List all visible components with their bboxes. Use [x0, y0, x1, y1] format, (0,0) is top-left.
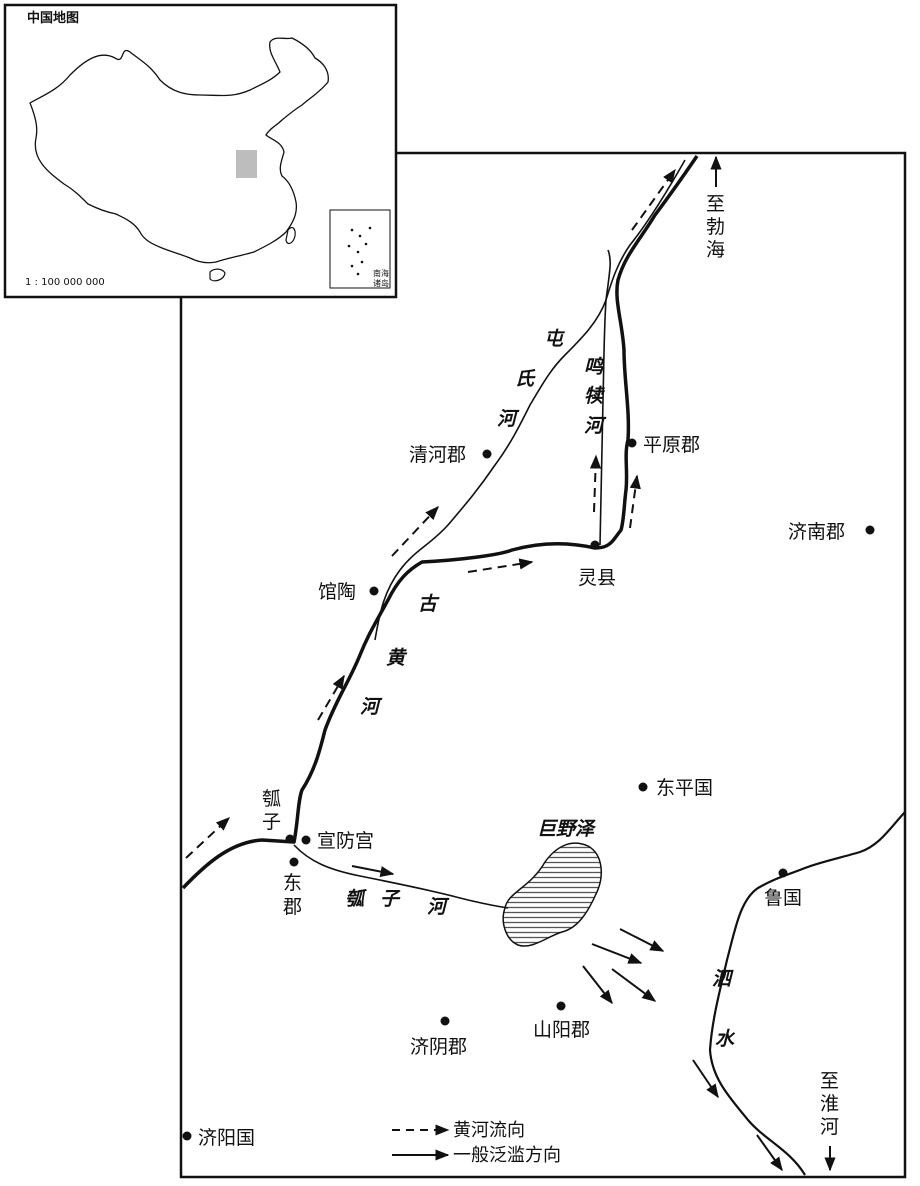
label-huzi-char1: 瓠: [262, 788, 281, 810]
dir-bohai-2: 勃: [706, 216, 725, 238]
river-he: 河: [360, 696, 383, 718]
china-outline: [29, 37, 329, 264]
label-dongjun-char2: 郡: [283, 896, 302, 918]
label-qinghe: 清河郡: [409, 444, 466, 466]
dir-huai-2: 淮: [820, 1093, 839, 1115]
river-huzi-3: 河: [427, 896, 450, 918]
label-huzi-char2: 子: [262, 811, 281, 833]
dongjun-dot: [289, 857, 299, 867]
legend-dashed-label: 黄河流向: [453, 1120, 525, 1141]
river-tunshi-1: 屯: [544, 328, 565, 350]
lake-label: 巨野泽: [537, 818, 597, 840]
tunshi-river: [374, 159, 686, 641]
pingyuan-dot: [627, 438, 637, 448]
river-gu: 古: [418, 593, 440, 615]
sishui-river: [708, 811, 906, 1176]
label-xuanfang: 宣防宫: [317, 830, 374, 852]
south-sea-islands: [347, 226, 372, 276]
shanyang-dot: [556, 1001, 566, 1011]
taiwan-island: [285, 226, 296, 245]
river-huang: 黄: [386, 647, 408, 669]
dashed-arrows: [185, 168, 676, 859]
label-dongjun-char1: 东: [283, 872, 302, 894]
guantao-dot: [369, 586, 379, 596]
luguo-dot: [778, 868, 788, 878]
hainan-island: [209, 268, 226, 282]
river-mingdu-2: 犊: [584, 385, 606, 407]
jinan-dot: [865, 525, 875, 535]
label-jiyin: 济阴郡: [410, 1036, 467, 1058]
legend-solid-label: 一般泛滥方向: [453, 1145, 561, 1166]
juye-lake: [502, 842, 602, 947]
dir-huai-3: 河: [820, 1116, 839, 1138]
label-jinan: 济南郡: [788, 521, 845, 543]
inset-title: 中国地图: [27, 10, 79, 26]
qinghe-dot: [482, 449, 492, 459]
south-sea-label-2: 诸岛: [373, 278, 389, 288]
inset-scale: 1 : 100 000 000: [25, 277, 105, 288]
dir-bohai-1: 至: [706, 193, 725, 215]
ancient-yellow-river: [181, 155, 699, 890]
river-mingdu-1: 鸣: [584, 356, 605, 378]
river-tunshi-3: 河: [497, 408, 520, 430]
lingxian-dot: [590, 540, 600, 550]
place-dots: [182, 438, 875, 1141]
label-pingyuan: 平原郡: [643, 434, 700, 456]
south-sea-box: [329, 209, 391, 289]
river-mingdu-3: 河: [584, 415, 607, 437]
river-huzi-1: 瓠: [345, 888, 367, 910]
jiyang-dot: [182, 1131, 192, 1141]
river-si-2: 水: [715, 1028, 736, 1050]
river-tunshi-2: 氏: [515, 368, 536, 390]
legend: 黄河流向 一般泛滥方向: [392, 1120, 561, 1166]
huzi-river: [293, 844, 509, 909]
label-lingxian: 灵县: [578, 567, 616, 589]
south-sea-label-1: 南海: [373, 268, 389, 278]
main-map-frame: [179, 151, 907, 1179]
xuanfang-dot: [301, 835, 311, 845]
dir-huai-1: 至: [820, 1070, 839, 1092]
solid-arrows: [351, 155, 836, 1172]
mingdu-river: [599, 249, 611, 546]
dir-bohai-3: 海: [706, 239, 725, 261]
inset-china-map: 中国地图 南海 诸岛 1 : 100 000 000: [3, 3, 398, 299]
study-area-marker: [236, 150, 257, 178]
river-huzi-2: 子: [380, 888, 401, 910]
label-jiyang: 济阳国: [198, 1127, 255, 1149]
label-dongping: 东平国: [656, 777, 713, 799]
dongping-dot: [638, 782, 648, 792]
label-shanyang: 山阳郡: [533, 1019, 590, 1041]
label-guantao: 馆陶: [318, 581, 356, 603]
river-si-1: 泗: [712, 968, 734, 990]
label-luguo: 鲁国: [764, 887, 802, 909]
jiyin-dot: [440, 1016, 450, 1026]
huzi-dot: [285, 834, 295, 844]
